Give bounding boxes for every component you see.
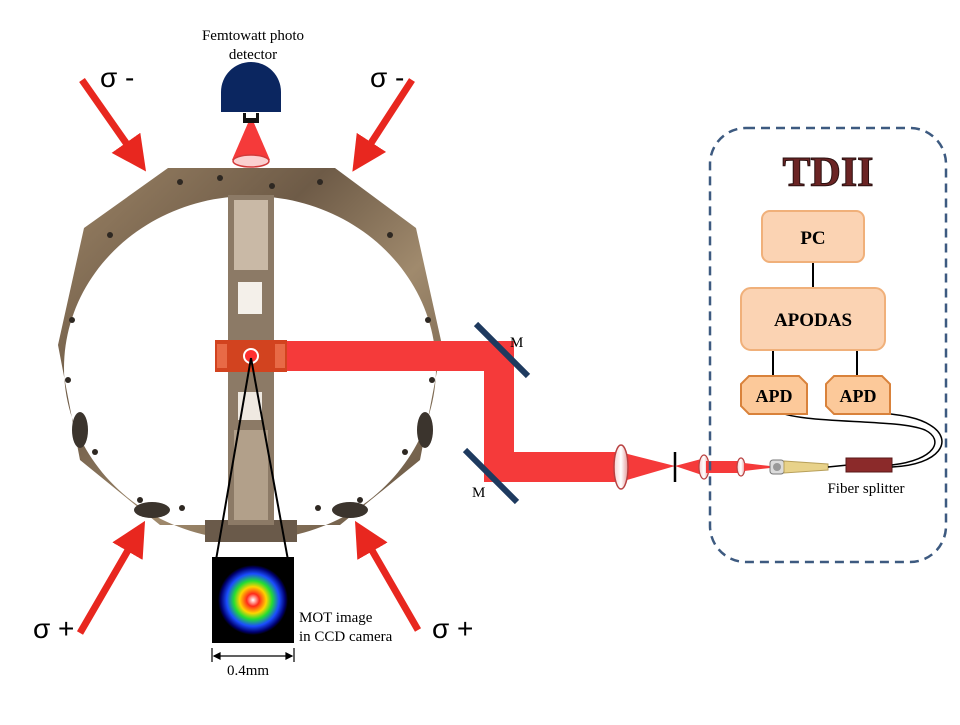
chamber-bolts — [65, 175, 435, 511]
apodas-box — [740, 287, 886, 351]
mot-image-label-line2: in CCD camera — [299, 629, 393, 645]
bolt — [65, 377, 71, 383]
bolt — [387, 232, 393, 238]
scale-bar-label: 0.4mm — [227, 663, 269, 679]
bolt — [357, 497, 363, 503]
bolt — [315, 505, 321, 511]
collection-lens — [613, 444, 629, 490]
relay-lens-2 — [736, 457, 746, 477]
detector-lens — [232, 154, 270, 168]
fluorescence-beam-path — [287, 341, 620, 482]
beam-arrow-top-right — [352, 78, 415, 172]
apodas-label: APODAS — [774, 310, 852, 331]
bolt — [269, 183, 275, 189]
tdii-enclosure — [708, 126, 948, 564]
bolt — [177, 179, 183, 185]
mirror-label-upper: M — [510, 335, 523, 351]
ccd-view-line-right — [250, 357, 289, 561]
apd-left-label: APD — [756, 386, 793, 406]
fiber-coupler — [769, 459, 829, 475]
sigma-label-top-left: σ - — [100, 62, 134, 93]
cooling-beam-arrows — [76, 77, 422, 635]
sigma-label-top-right: σ - — [370, 62, 404, 93]
ccd-view-line-left — [215, 357, 252, 561]
sigma-label-bottom-right: σ + — [432, 613, 473, 644]
femtowatt-photodetector — [221, 62, 281, 168]
beam-arrow-bottom-right — [355, 520, 422, 632]
ccd-mot-image — [218, 565, 288, 635]
bolt — [425, 317, 431, 323]
pc-label: PC — [800, 228, 825, 249]
apd-left-box — [740, 375, 808, 415]
fiber-splitter-label: Fiber splitter — [827, 481, 904, 497]
chamber-base — [205, 520, 297, 542]
scale-bar — [211, 648, 295, 662]
bolt — [402, 449, 408, 455]
mot-image-label-line1: MOT image — [299, 610, 373, 626]
sigma-label-bottom-left: σ + — [33, 613, 74, 644]
detector-label-line1: Femtowatt photo — [202, 28, 304, 44]
detector-light-cone — [232, 123, 270, 160]
mirror-label-lower: M — [472, 485, 485, 501]
bolt — [107, 232, 113, 238]
beam-arrow-bottom-left — [76, 520, 146, 635]
bolt — [69, 317, 75, 323]
bolt — [92, 449, 98, 455]
pc-box — [761, 210, 865, 263]
bolt — [217, 175, 223, 181]
apd-right-box — [825, 375, 891, 415]
bolt — [137, 497, 143, 503]
bolt — [317, 179, 323, 185]
fiber-splitter — [845, 457, 893, 473]
mirror-lower — [462, 447, 520, 505]
bolt — [179, 505, 185, 511]
tdii-title: TDII — [782, 150, 873, 196]
focusing-optics — [613, 444, 893, 490]
beam-arrow-top-left — [79, 77, 147, 172]
mirror-upper — [473, 321, 531, 379]
detector-body — [221, 62, 281, 112]
detector-label-line2: detector — [229, 47, 277, 63]
bolt — [429, 377, 435, 383]
apd-right-label: APD — [840, 386, 877, 406]
